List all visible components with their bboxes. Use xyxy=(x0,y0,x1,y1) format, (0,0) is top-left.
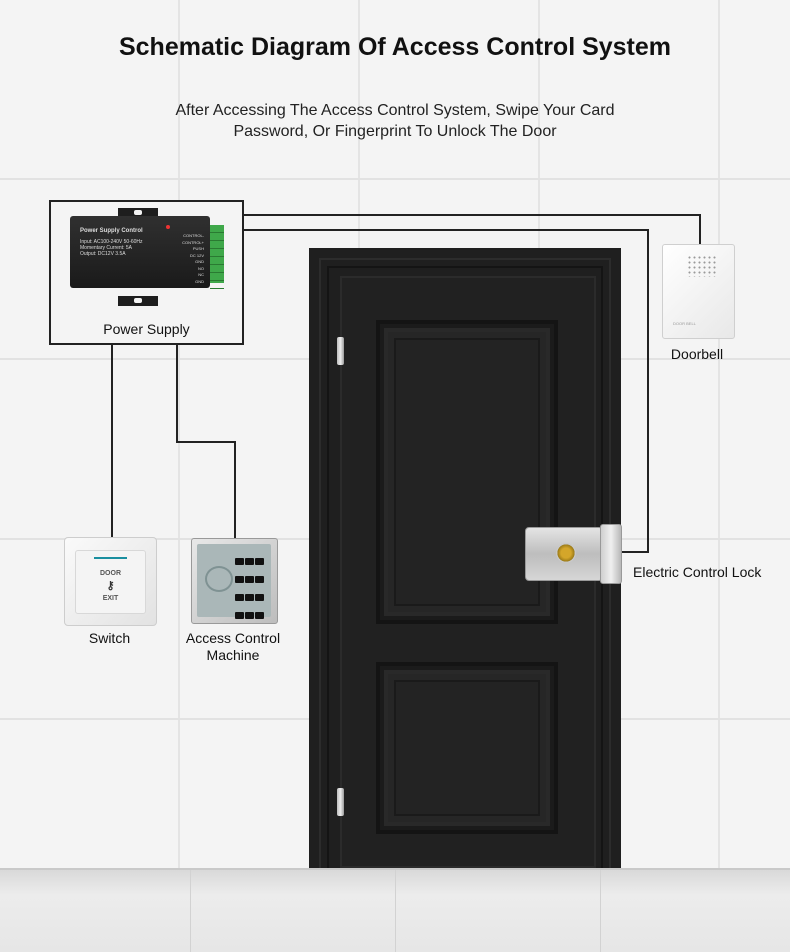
power-supply-label: Power Supply xyxy=(103,321,190,337)
power-supply-spec: Momentary Current: 5A xyxy=(80,245,132,251)
diagram-title: Schematic Diagram Of Access Control Syst… xyxy=(118,33,672,61)
power-supply-terminal-labels: CONTROL- CONTROL+ PUSH DC 12V GND NO NC … xyxy=(182,233,204,284)
switch-label: Switch xyxy=(88,630,131,646)
doorbell-tag: DOOR BELL xyxy=(673,321,696,326)
wire-doorbell xyxy=(244,214,701,244)
power-supply-spec: Input: AC100-240V 50-60Hz xyxy=(80,239,143,245)
hinge-icon xyxy=(337,337,344,365)
switch-text-door: DOOR xyxy=(100,570,121,577)
power-supply-device: Power Supply Control Input: AC100-240V 5… xyxy=(70,216,210,288)
electric-lock-label: Electric Control Lock xyxy=(633,564,762,580)
exit-switch-device: DOOR ⚷ EXIT xyxy=(64,537,157,626)
subtitle-line-2: Password, Or Fingerprint To Unlock The D… xyxy=(233,123,557,140)
keypad-keys xyxy=(235,554,269,626)
subtitle-line-1: After Accessing The Access Control Syste… xyxy=(175,102,615,119)
card-reader-icon xyxy=(205,566,233,592)
terminal-block xyxy=(210,225,224,289)
key-icon: ⚷ xyxy=(106,580,115,592)
key-cylinder-icon xyxy=(556,543,576,563)
electric-lock-device xyxy=(525,527,603,581)
wire-access-control xyxy=(176,345,236,538)
exit-button-face: DOOR ⚷ EXIT xyxy=(75,550,146,614)
lock-strike-plate xyxy=(600,524,622,584)
power-led-icon xyxy=(166,225,170,229)
power-supply-mount-ear xyxy=(118,296,158,306)
floor xyxy=(0,868,790,952)
diagram-subtitle: After Accessing The Access Control Syste… xyxy=(120,100,670,142)
wire-lock xyxy=(244,229,649,553)
power-supply-spec: Output: DC12V 3.5A xyxy=(80,251,126,257)
door-lower-panel xyxy=(376,662,558,834)
doorbell-device: DOOR BELL xyxy=(662,244,735,339)
switch-text-exit: EXIT xyxy=(102,595,119,602)
hinge-icon xyxy=(337,788,344,816)
access-control-label: Access Control Machine xyxy=(185,630,281,663)
speaker-grill-icon xyxy=(687,255,717,277)
doorbell-label: Doorbell xyxy=(670,346,724,362)
access-control-keypad xyxy=(191,538,278,624)
power-supply-device-name: Power Supply Control xyxy=(80,228,143,234)
power-supply-mount-ear xyxy=(118,208,158,218)
door xyxy=(340,276,596,868)
